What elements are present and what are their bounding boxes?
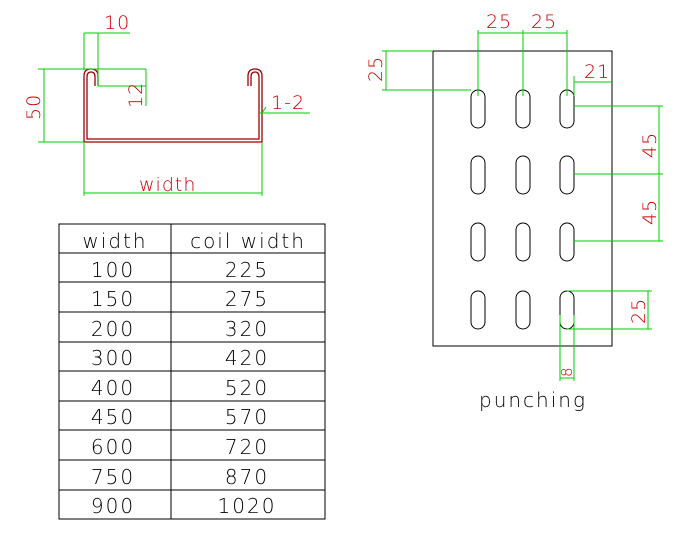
slot [470, 222, 486, 262]
dim-slot-width-text: 8 [558, 366, 576, 377]
slot [470, 155, 486, 195]
table-cell: 300 [91, 346, 135, 370]
table-cell: 100 [91, 258, 135, 282]
dim-lip-text: 10 [104, 12, 130, 34]
dim-pitch-y-1-text: 45 [639, 132, 661, 158]
table-cell: 570 [225, 405, 269, 429]
slot [515, 222, 531, 262]
dim-edge-offset-text: 21 [584, 61, 610, 83]
table-header-coil-width: coil width [190, 229, 306, 253]
table-cell: 900 [91, 494, 135, 518]
dim-slot-length-text: 25 [628, 298, 650, 324]
dim-width-text: width [139, 174, 196, 196]
table-cell: 150 [91, 287, 135, 311]
table-cell: 870 [225, 465, 269, 489]
table-cell: 750 [91, 465, 135, 489]
table-cell: 1020 [218, 494, 277, 518]
slot [515, 155, 531, 195]
punching-caption: punching [479, 388, 587, 412]
slot [559, 222, 575, 262]
dim-lip-depth-text: 12 [125, 82, 147, 108]
table-cell: 400 [91, 376, 135, 400]
table-cell: 420 [225, 346, 269, 370]
table-cell: 600 [91, 435, 135, 459]
table-header-width: width [82, 229, 147, 253]
slot [515, 290, 531, 330]
table-cell: 225 [225, 258, 269, 282]
dim-pitch-x-1-text: 25 [486, 11, 512, 33]
slot [559, 290, 575, 330]
punching-view: 25 25 25 21 45 45 25 8 punching [365, 11, 663, 412]
coil-width-table: width coil width 100 225 150 275 200 320… [58, 223, 326, 520]
dim-pitch-y-2-text: 45 [639, 199, 661, 225]
dim-height-text: 50 [23, 94, 45, 120]
table-cell: 520 [225, 376, 269, 400]
dim-top-offset-text: 25 [365, 56, 387, 82]
table-cell: 275 [225, 287, 269, 311]
dim-thickness-text: 1-2 [271, 92, 305, 114]
slot [470, 290, 486, 330]
table-cell: 320 [225, 317, 269, 341]
profile-view: 10 12 50 1-2 width [23, 12, 310, 196]
slot [559, 155, 575, 195]
dim-pitch-x-2-text: 25 [531, 11, 557, 33]
table-cell: 450 [91, 405, 135, 429]
channel-profile [83, 68, 263, 143]
table-cell: 720 [225, 435, 269, 459]
table-cell: 200 [91, 317, 135, 341]
